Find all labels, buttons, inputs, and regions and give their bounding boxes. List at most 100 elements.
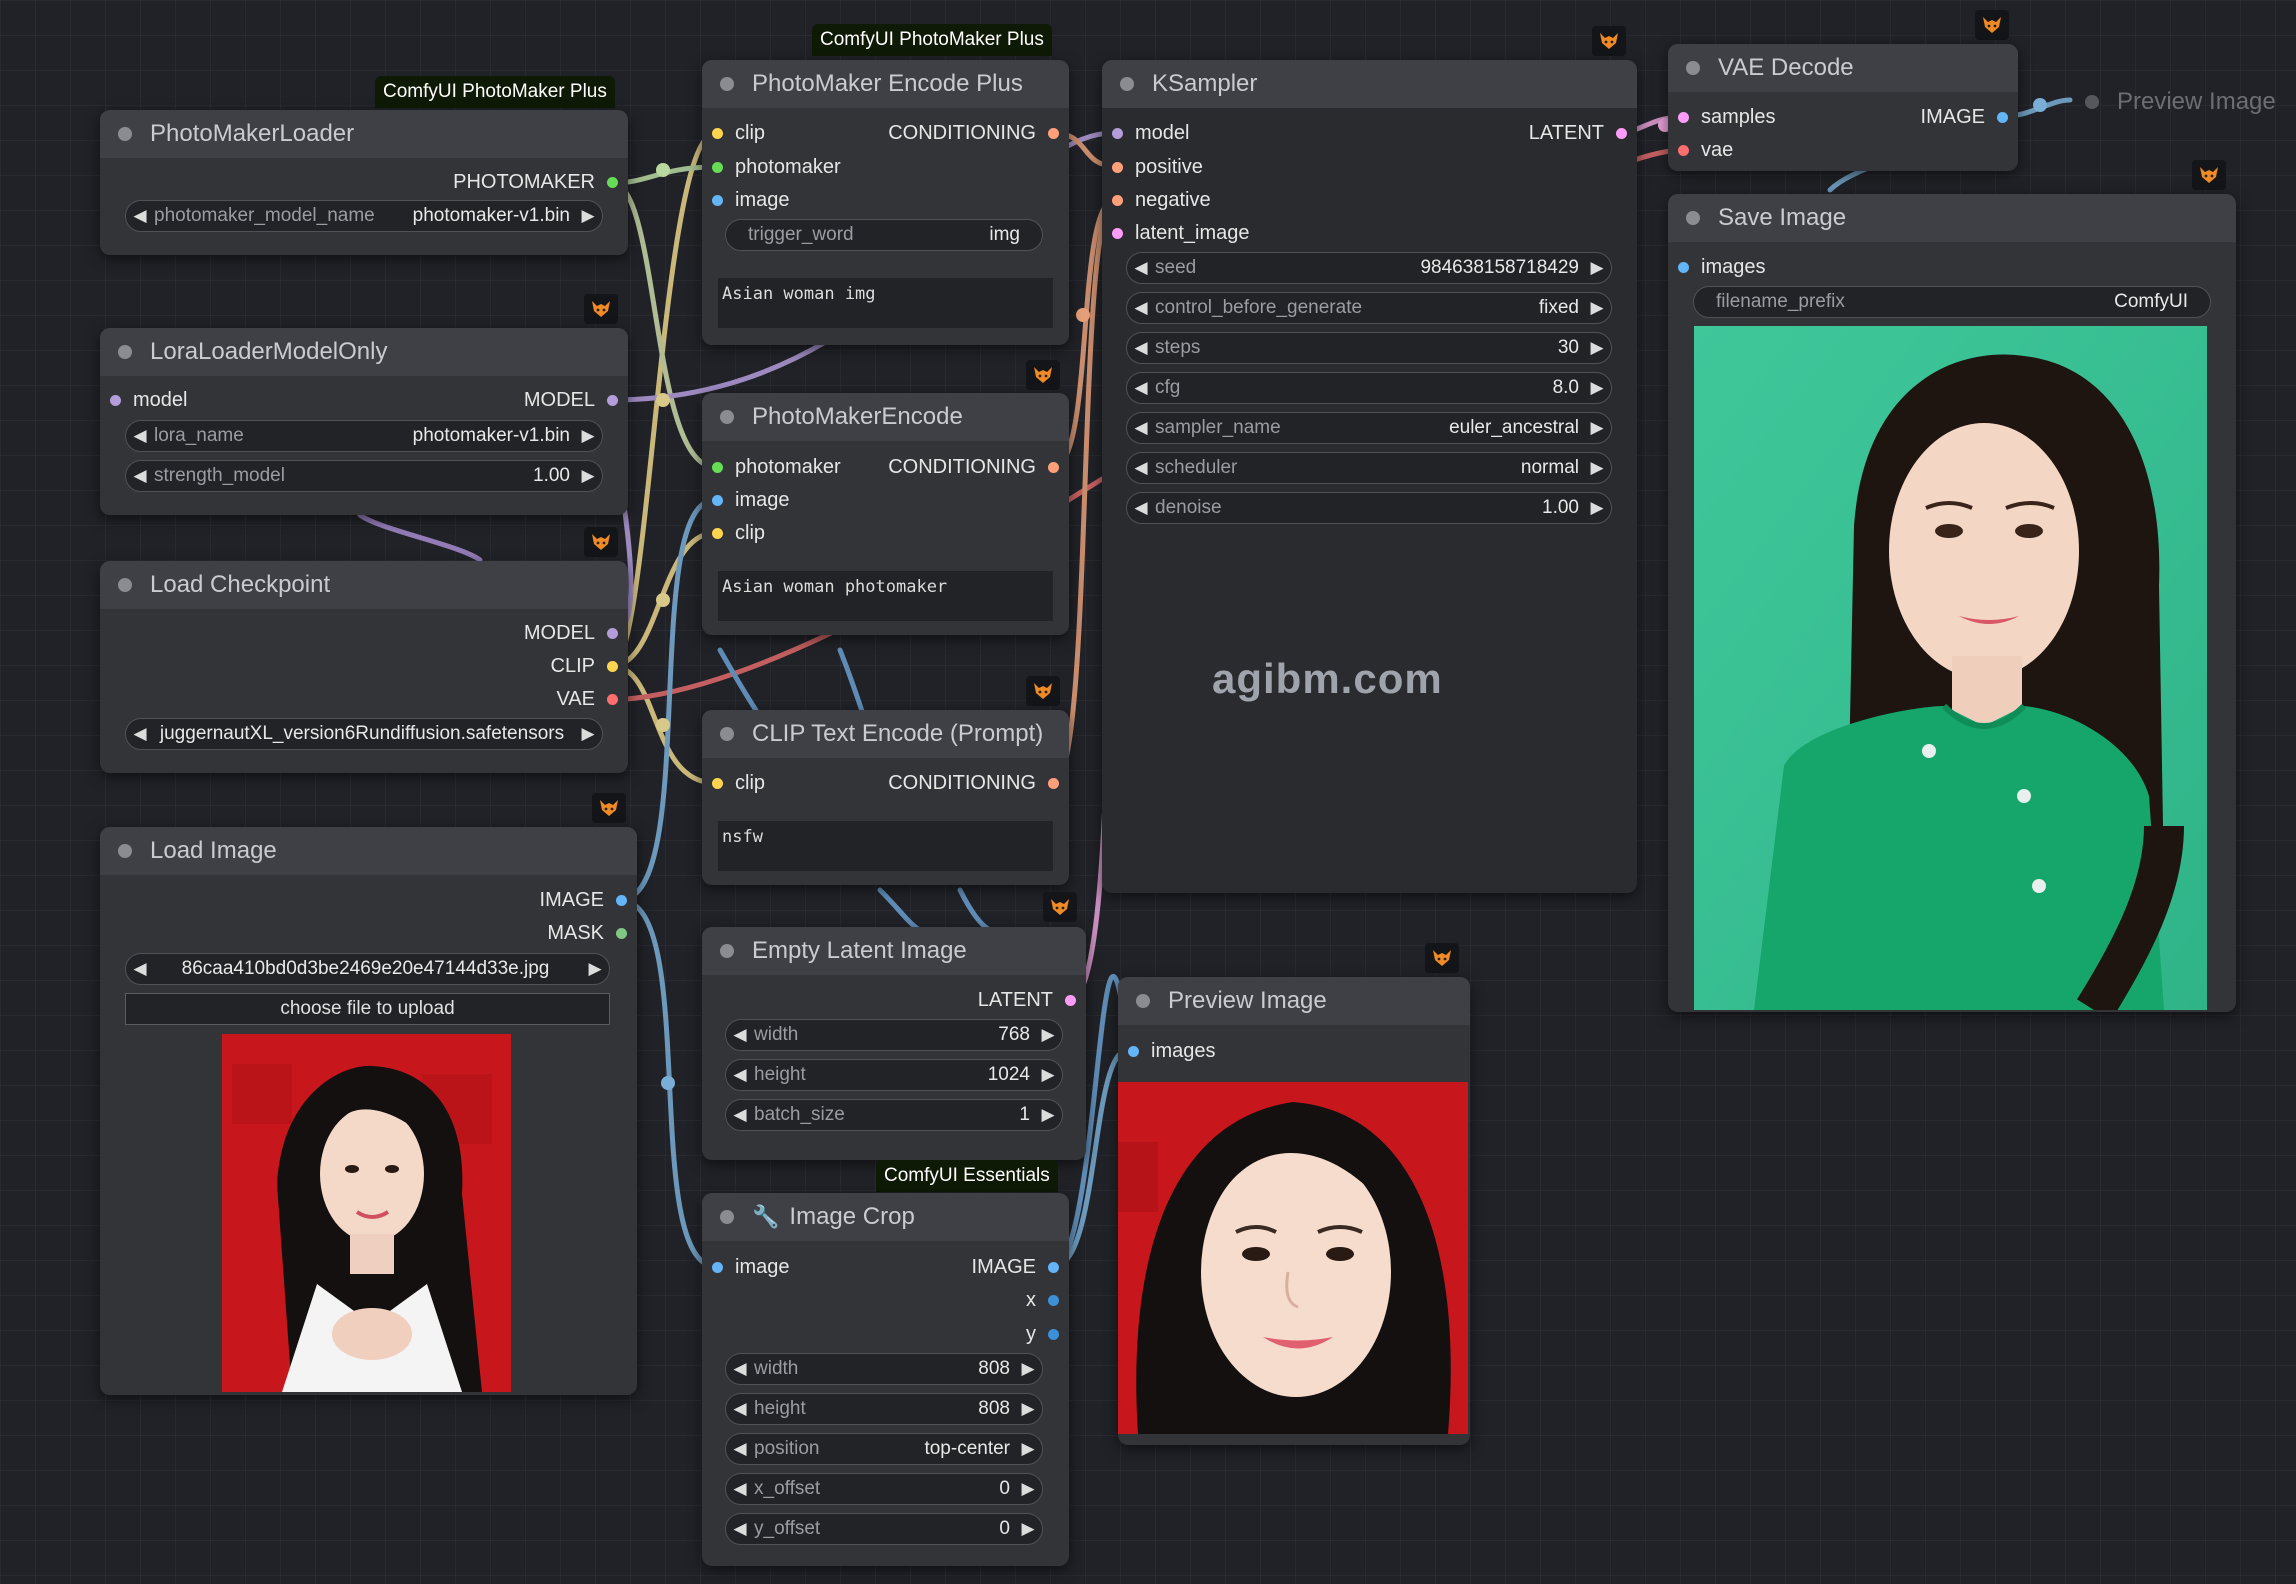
combo-lora-name[interactable]: ◀ lora_name photomaker-v1.bin ▶ [125,420,603,452]
number-steps[interactable]: ◀ steps 30 ▶ [1126,332,1612,364]
output-socket[interactable] [1048,777,1059,789]
arrow-right-icon[interactable]: ▶ [1590,298,1604,317]
input-socket[interactable] [1112,161,1123,173]
node-header[interactable]: LoraLoaderModelOnly [100,328,628,376]
output-socket[interactable] [1616,127,1627,139]
output-socket[interactable] [1048,1294,1059,1306]
output-mask[interactable]: MASK [547,920,627,946]
number-crop-width[interactable]: ◀ width 808 ▶ [725,1353,1043,1385]
output-socket[interactable] [607,693,618,705]
arrow-right-icon[interactable]: ▶ [1590,498,1604,517]
number-x-offset[interactable]: ◀ x_offset 0 ▶ [725,1473,1043,1505]
input-images[interactable]: images [1128,1038,1215,1064]
arrow-right-icon[interactable]: ▶ [1041,1025,1055,1044]
output-socket[interactable] [607,660,618,672]
input-photomaker[interactable]: photomaker [712,454,841,480]
node-header[interactable]: 🔧 Image Crop [702,1193,1069,1241]
prompt-textarea[interactable]: nsfw [718,821,1053,871]
combo-scheduler[interactable]: ◀ scheduler normal ▶ [1126,452,1612,484]
status-dot-icon[interactable] [1686,211,1700,225]
node-preview-image-collapsed[interactable]: Preview Image [2085,88,2276,116]
output-image[interactable]: IMAGE [1921,104,2008,130]
output-conditioning[interactable]: CONDITIONING [888,770,1059,796]
input-socket[interactable] [1128,1045,1139,1057]
number-y-offset[interactable]: ◀ y_offset 0 ▶ [725,1513,1043,1545]
arrow-left-icon[interactable]: ◀ [1134,338,1148,357]
arrow-left-icon[interactable]: ◀ [733,1025,747,1044]
input-model[interactable]: model [110,387,187,413]
status-dot-icon[interactable] [118,578,132,592]
input-negative[interactable]: negative [1112,187,1211,213]
node-preview-image[interactable]: Preview Image images [1118,977,1470,1445]
arrow-right-icon[interactable]: ▶ [581,466,595,485]
status-dot-icon[interactable] [118,345,132,359]
input-images[interactable]: images [1678,254,1765,280]
input-socket[interactable] [712,527,723,539]
input-socket[interactable] [1678,144,1689,156]
arrow-right-icon[interactable]: ▶ [1590,338,1604,357]
output-vae[interactable]: VAE [556,686,618,712]
node-header[interactable]: CLIP Text Encode (Prompt) [702,710,1069,758]
combo-crop-position[interactable]: ◀ position top-center ▶ [725,1433,1043,1465]
combo-control-before-generate[interactable]: ◀ control_before_generate fixed ▶ [1126,292,1612,324]
arrow-right-icon[interactable]: ▶ [1021,1399,1035,1418]
input-clip[interactable]: clip [712,120,765,146]
input-positive[interactable]: positive [1112,154,1203,180]
node-header[interactable]: Preview Image [1118,977,1470,1025]
text-filename-prefix[interactable]: filename_prefix ComfyUI [1693,286,2211,318]
status-dot-icon[interactable] [118,127,132,141]
node-header[interactable]: Save Image [1668,194,2236,242]
combo-image-file[interactable]: ◀ 86caa410bd0d3be2469e20e47144d33e.jpg ▶ [125,953,610,985]
status-dot-icon[interactable] [2085,95,2099,109]
arrow-left-icon[interactable]: ◀ [1134,298,1148,317]
node-vae-decode[interactable]: VAE Decode samples vae IMAGE [1668,44,2018,171]
node-lora-loader-model-only[interactable]: LoraLoaderModelOnly model MODEL ◀ lora_n… [100,328,628,515]
input-socket[interactable] [1678,261,1689,273]
output-y[interactable]: y [1026,1321,1059,1347]
status-dot-icon[interactable] [720,77,734,91]
output-model[interactable]: MODEL [524,387,618,413]
number-seed[interactable]: ◀ seed 984638158718429 ▶ [1126,252,1612,284]
output-conditioning[interactable]: CONDITIONING [888,120,1059,146]
input-socket[interactable] [1112,227,1123,239]
output-socket[interactable] [1048,1328,1059,1340]
output-model[interactable]: MODEL [524,620,618,646]
arrow-right-icon[interactable]: ▶ [1590,458,1604,477]
arrow-left-icon[interactable]: ◀ [1134,258,1148,277]
status-dot-icon[interactable] [720,944,734,958]
node-save-image[interactable]: Save Image images filename_prefix ComfyU… [1668,194,2236,1012]
arrow-right-icon[interactable]: ▶ [588,959,602,978]
arrow-left-icon[interactable]: ◀ [133,206,147,225]
combo-ckpt-name[interactable]: ◀ juggernautXL_version6Rundiffusion.safe… [125,718,603,750]
status-dot-icon[interactable] [1136,994,1150,1008]
output-socket[interactable] [616,894,627,906]
arrow-left-icon[interactable]: ◀ [733,1065,747,1084]
text-trigger-word[interactable]: trigger_word img [725,219,1043,251]
output-image[interactable]: IMAGE [540,887,627,913]
arrow-right-icon[interactable]: ▶ [581,426,595,445]
arrow-left-icon[interactable]: ◀ [1134,458,1148,477]
output-socket[interactable] [607,627,618,639]
arrow-right-icon[interactable]: ▶ [581,206,595,225]
arrow-left-icon[interactable]: ◀ [733,1105,747,1124]
node-header[interactable]: PhotoMakerLoader [100,110,628,158]
output-socket[interactable] [616,927,627,939]
output-socket[interactable] [607,394,618,406]
arrow-left-icon[interactable]: ◀ [133,724,147,743]
arrow-right-icon[interactable]: ▶ [1041,1065,1055,1084]
output-latent[interactable]: LATENT [1529,120,1627,146]
input-socket[interactable] [712,161,723,173]
arrow-left-icon[interactable]: ◀ [1134,498,1148,517]
output-socket[interactable] [1065,994,1076,1006]
status-dot-icon[interactable] [720,1210,734,1224]
input-image[interactable]: image [712,487,789,513]
arrow-left-icon[interactable]: ◀ [733,1439,747,1458]
arrow-left-icon[interactable]: ◀ [133,959,147,978]
node-empty-latent-image[interactable]: Empty Latent Image LATENT ◀ width 768 ▶ … [702,927,1086,1160]
arrow-right-icon[interactable]: ▶ [581,724,595,743]
output-clip[interactable]: CLIP [551,653,618,679]
arrow-left-icon[interactable]: ◀ [733,1359,747,1378]
node-header[interactable]: KSampler [1102,60,1637,108]
output-image[interactable]: IMAGE [972,1254,1059,1280]
node-load-checkpoint[interactable]: Load Checkpoint MODEL CLIP VAE ◀ juggern… [100,561,628,773]
